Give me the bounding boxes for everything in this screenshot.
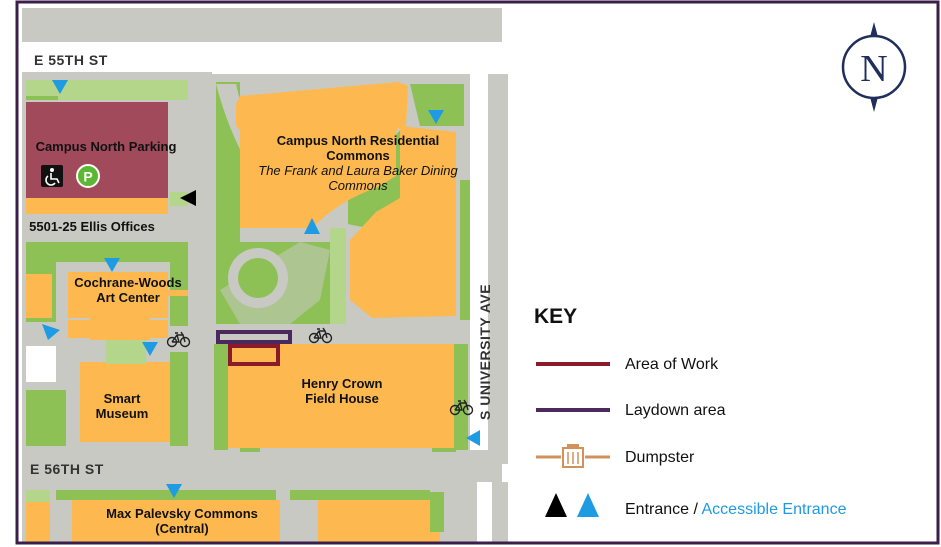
key-entrance-legend: Entrance / Accessible Entrance <box>625 501 847 518</box>
accessible-entrance-marker <box>166 484 182 498</box>
label-cochrane-line2: Art Center <box>96 290 160 305</box>
map-frame <box>15 0 940 545</box>
label-henry-line2: Field House <box>305 391 379 406</box>
accessible-entrance-marker <box>52 80 68 94</box>
south-block <box>22 482 477 542</box>
campus-north-residential-building <box>236 82 408 228</box>
area-of-work <box>228 344 280 366</box>
bicycle-icon <box>166 331 191 348</box>
accessible-entrance-marker <box>42 324 60 340</box>
street-label-e56: E 56TH ST <box>30 461 104 477</box>
key-title: KEY <box>534 305 577 328</box>
label-dining-line1: The Frank and Laura Baker Dining <box>258 163 458 178</box>
label-max-line2: (Central) <box>155 521 208 536</box>
west-small-building <box>26 274 52 318</box>
accessible-entrance-marker <box>304 218 320 234</box>
white-lot <box>26 346 56 382</box>
label-max-line1: Max Palevsky Commons <box>106 506 258 521</box>
laydown-area <box>216 330 292 344</box>
label-residential-line1: Campus North Residential <box>277 133 440 148</box>
bicycle-icon <box>449 399 474 416</box>
wheelchair-icon <box>41 165 63 187</box>
smart-museum-building <box>80 362 170 442</box>
university-avenue-road-south <box>492 482 508 542</box>
compass-icon: N <box>841 22 907 112</box>
label-ellis-offices: 5501-25 Ellis Offices <box>29 219 155 234</box>
south-east-building <box>318 500 440 542</box>
accessible-entrance-marker <box>142 342 158 356</box>
parking-icon: P <box>76 164 100 188</box>
accessible-entrance-marker <box>104 258 120 272</box>
map-key: KEY Area of Work Laydown area Dumpster E… <box>534 305 847 518</box>
key-separator: / <box>689 501 701 518</box>
street-label-university: S UNIVERSITY AVE <box>477 284 493 420</box>
label-cochrane-line1: Cochrane-Woods <box>74 275 181 290</box>
label-smart-line2: Museum <box>96 406 149 421</box>
key-area-of-work-label: Area of Work <box>625 356 719 373</box>
roads <box>22 8 508 542</box>
entrance-marker <box>180 190 196 206</box>
university-avenue-road <box>488 74 508 464</box>
campus-north-residential-east-building <box>350 126 456 318</box>
entrances <box>42 80 480 498</box>
ellis-avenue-road <box>190 72 212 450</box>
label-campus-north-parking: Campus North Parking <box>36 139 177 154</box>
label-dining-line2: Commons <box>328 178 388 193</box>
dumpster-icon <box>536 444 610 468</box>
key-dumpster-label: Dumpster <box>625 449 695 466</box>
accessible-entrance-marker <box>428 110 444 124</box>
key-entrance-marker <box>545 493 567 517</box>
label-smart-line1: Smart <box>104 391 142 406</box>
label-residential-line2: Commons <box>326 148 390 163</box>
label-henry-line1: Henry Crown <box>302 376 383 391</box>
compass-letter: N <box>860 48 887 90</box>
key-accessible-label: Accessible Entrance <box>702 501 847 518</box>
key-laydown-label: Laydown area <box>625 402 726 419</box>
bicycle-icon <box>308 327 333 344</box>
accessible-entrance-marker <box>466 430 480 446</box>
max-palevsky-building <box>72 500 280 542</box>
cochrane-woods-building <box>68 272 188 340</box>
street-label-e55: E 55TH ST <box>34 52 108 68</box>
top-road <box>22 8 502 42</box>
key-accessible-marker <box>577 493 599 517</box>
key-entrance-label: Entrance <box>625 501 689 518</box>
parking-letter: P <box>83 169 92 185</box>
